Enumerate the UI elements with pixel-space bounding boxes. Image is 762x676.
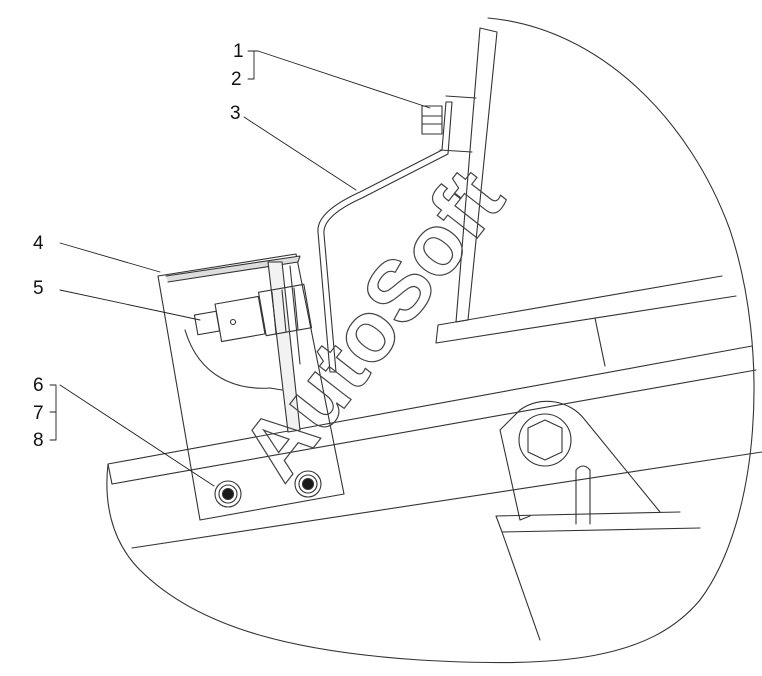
plate-bolt-right: [294, 470, 322, 498]
frame-band-upper: [435, 275, 737, 344]
view-boundary: [106, 17, 755, 664]
bent-bracket: [317, 101, 453, 373]
mounting-plate: [157, 253, 345, 521]
plate-bolt-left: [214, 480, 242, 508]
callout-7: 7: [33, 403, 44, 424]
callout-2: 2: [231, 69, 242, 90]
watermark: AutoSoft: [223, 151, 523, 497]
callout-1: 1: [233, 41, 244, 62]
hinge-bracket: [499, 400, 661, 521]
plate-cutout: [184, 329, 283, 391]
callout-6: 6: [33, 375, 44, 396]
top-bolt: [421, 105, 443, 135]
callout-8: 8: [33, 430, 44, 451]
callout-5: 5: [33, 278, 44, 299]
lower-tray: [495, 511, 701, 641]
frame-band-lower: [107, 345, 757, 485]
watermark-text: AutoSoft: [223, 152, 522, 497]
callout-4: 4: [33, 233, 44, 254]
proximity-sensor: [193, 283, 313, 343]
leader-lines: [49, 50, 431, 487]
callout-3: 3: [230, 103, 241, 124]
